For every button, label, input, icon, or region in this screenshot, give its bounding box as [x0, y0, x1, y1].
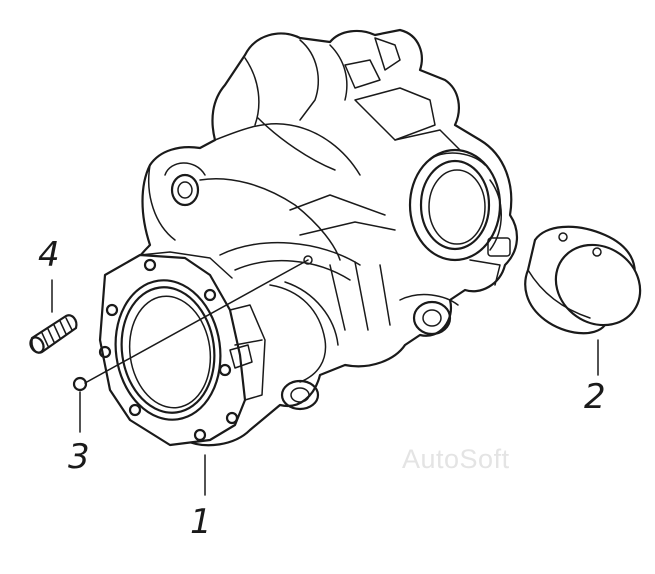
cap-part-2 [524, 225, 642, 335]
callout-3: 3 [68, 437, 90, 477]
housing-part-1 [98, 28, 518, 447]
leader-lines [51, 255, 599, 496]
ball-part-3 [72, 376, 88, 392]
callout-1: 1 [190, 502, 212, 542]
callout-4: 4 [38, 235, 60, 275]
leader-3-endpoint [303, 255, 313, 265]
stud-part-4 [29, 314, 78, 354]
watermark: AutoSoft [402, 444, 510, 474]
callout-2: 2 [584, 377, 606, 417]
leader-3-to-housing [84, 259, 309, 384]
